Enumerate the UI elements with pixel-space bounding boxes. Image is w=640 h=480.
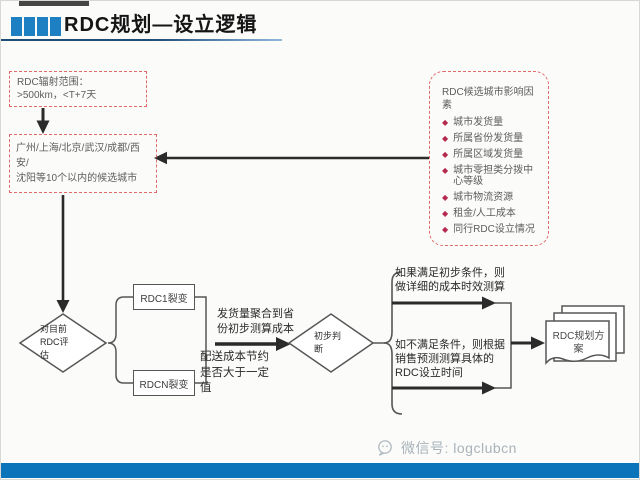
plan-doc-label: RDC规划方 案 (552, 331, 605, 355)
watermark-text: 微信号: logclubcn (401, 440, 517, 456)
watermark: 微信号: logclubcn (376, 438, 517, 458)
arrow-coverage-to-candidates (36, 108, 50, 134)
title-underline (1, 39, 282, 41)
coverage-box: RDC辐射范围： >500km，<T+7天 (9, 71, 147, 107)
influence-item-label: 同行RDC设立情况 (453, 224, 535, 235)
delivery-saving-label: 配送成本节约 是否大于一定 值 (200, 351, 269, 394)
aggregate-cost-label: 发货量聚合到省 份初步测算成本 (217, 308, 294, 335)
arrow-condition-met (392, 296, 496, 310)
title-block-icon (50, 17, 61, 36)
title-block-icon (37, 17, 48, 36)
candidates-box: 广州/上海/北京/武汉/成都/西安/ 沈阳等10个以内的候选城市 (9, 134, 157, 193)
arrow-to-plan-doc (511, 336, 545, 350)
list-item: ◆ 城市发货量 (442, 117, 540, 128)
influence-item-label: 城市零担类分拨中心等级 (453, 165, 534, 187)
arrow-fission-to-judge (215, 337, 291, 351)
list-item: ◆ 城市零担类分拨中心等级 (442, 165, 540, 187)
arrow-influence-to-candidates (154, 151, 429, 165)
diamond-bullet-icon: ◆ (442, 209, 449, 218)
wechat-icon (378, 440, 392, 456)
list-item: ◆ 同行RDC设立情况 (442, 224, 540, 235)
arrow-condition-not-met (392, 381, 496, 395)
title-block-icon (24, 17, 35, 36)
list-item: ◆ 租金/人工成本 (442, 208, 540, 219)
diamond-bullet-icon: ◆ (442, 134, 449, 143)
candidates-box-text: 广州/上海/北京/武汉/成都/西安/ 沈阳等10个以内的候选城市 (16, 143, 140, 184)
rdc1-fission-box: RDC1裂变 (133, 284, 195, 310)
diamond-bullet-icon: ◆ (442, 193, 449, 202)
top-edge-decoration (19, 1, 89, 6)
diamond-bullet-icon: ◆ (442, 225, 449, 234)
title-block-icon (11, 17, 22, 36)
influence-factors-box: RDC候选城市影响因素 ◆ 城市发货量 ◆ 所属省份发货量 ◆ 所属区域发货量 … (429, 71, 549, 246)
arrow-candidates-to-evaluate (56, 195, 70, 313)
diamond-bullet-icon: ◆ (442, 150, 449, 159)
title-bullet-blocks (11, 17, 61, 36)
influence-item-label: 所属区域发货量 (453, 149, 524, 160)
rdcn-fission-box: RDCN裂变 (133, 370, 195, 396)
condition-not-met-label: 如不满足条件，则根据 销售预测测算具体的 RDC设立时间 (395, 339, 505, 379)
condition-met-label: 如果满足初步条件，则 做详细的成本时效测算 (395, 267, 505, 293)
diamond-bullet-icon: ◆ (442, 166, 449, 175)
list-item: ◆ 城市物流资源 (442, 192, 540, 203)
influence-item-label: 城市发货量 (453, 117, 504, 128)
judge-diamond-label: 初步判 断 (314, 331, 342, 354)
page-title: RDC规划—设立逻辑 (64, 14, 258, 36)
influence-box-title: RDC候选城市影响因素 (442, 87, 534, 111)
list-item: ◆ 所属区域发货量 (442, 149, 540, 160)
influence-item-label: 所属省份发货量 (453, 133, 524, 144)
footer-bar (1, 463, 639, 478)
influence-item-label: 租金/人工成本 (453, 208, 516, 219)
list-item: ◆ 所属省份发货量 (442, 133, 540, 144)
diamond-bullet-icon: ◆ (442, 118, 449, 127)
evaluate-diamond-label: 对目前 RDC评 估 (40, 324, 69, 360)
influence-item-label: 城市物流资源 (453, 192, 514, 203)
split-bracket-left (107, 296, 133, 384)
